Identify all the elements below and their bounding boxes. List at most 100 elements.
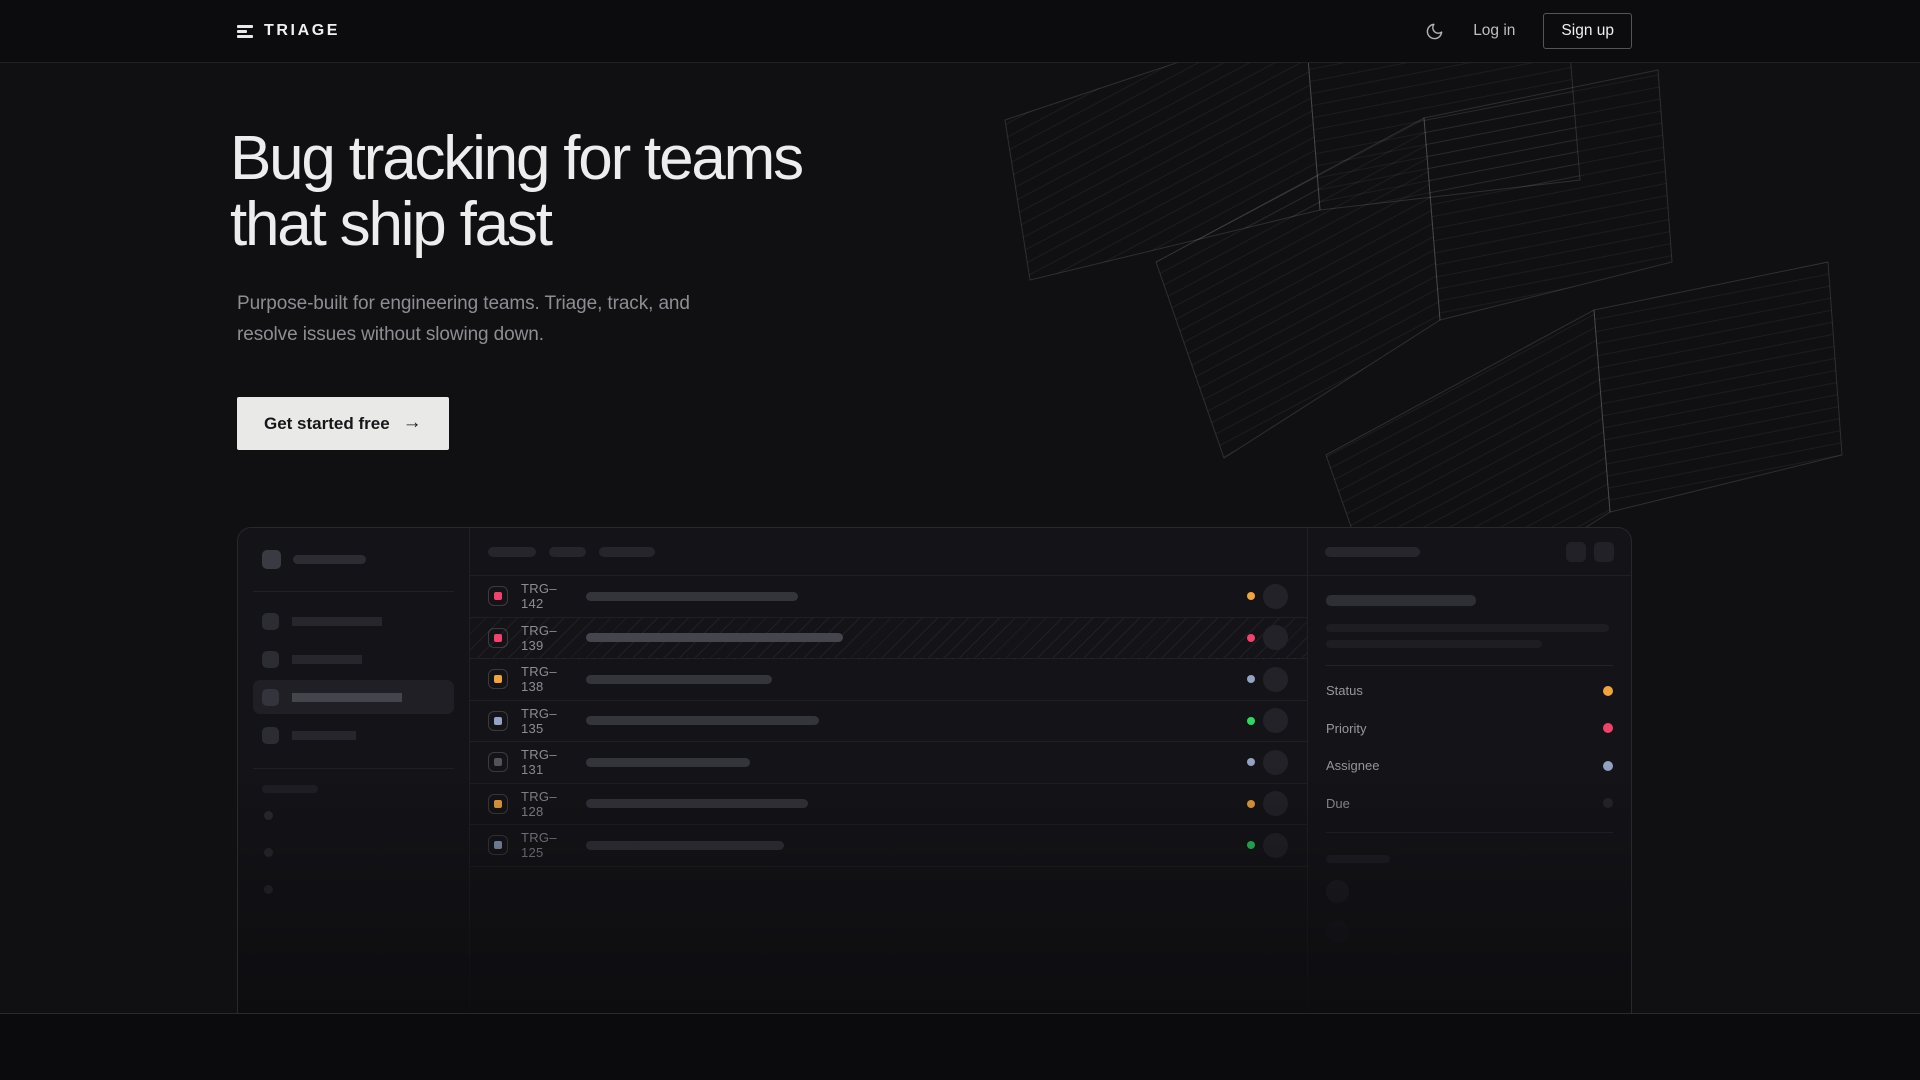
issue-type-icon [488,710,508,731]
issue-title-skeleton [586,674,772,684]
issue-type-icon [488,793,508,814]
detail-field-dot [1603,798,1613,809]
get-started-button[interactable]: Get started free → [237,397,449,450]
detail-field-label: Assignee [1326,758,1380,774]
workspace-name-skeleton [293,554,366,564]
login-link[interactable]: Log in [1473,22,1516,39]
footer-band [0,1013,1920,1080]
issue-title-skeleton [586,840,784,850]
status-dot [1247,799,1255,808]
detail-field-label: Due [1326,795,1350,811]
divider [253,591,454,592]
filter-pill-skeleton [488,546,536,557]
detail-section-skeleton [1326,855,1390,863]
status-dot [1247,841,1255,850]
arrow-right-icon: → [402,412,422,433]
comment-avatar [1326,880,1349,903]
sidebar-item-skeleton [292,692,402,702]
issue-type-icon [488,669,508,690]
sidebar-dot [264,848,273,857]
assignee-avatar [1263,625,1288,651]
detail-field-dot [1603,760,1613,771]
issue-row: TRG–139 [470,617,1307,659]
sidebar-item-skeleton [292,654,362,664]
sidebar-item-skeleton [292,730,356,740]
status-dot [1247,716,1255,725]
assignee-avatar [1263,832,1288,858]
issue-row: TRG–131 [470,742,1307,784]
sidebar-item [253,718,454,752]
hero-subtitle: Purpose-built for engineering teams. Tri… [237,293,690,345]
detail-header-skeleton [1325,546,1420,557]
status-dot [1247,675,1255,684]
workspace-switcher [262,549,454,569]
detail-title-skeleton [1326,595,1476,606]
divider [1326,832,1613,833]
detail-text-skeleton [1326,624,1609,632]
app-mockup: TRG–142 TRG–139 TRG–138 TRG–1 [237,527,1632,1013]
sidebar-item [253,604,454,638]
brand-logo[interactable]: TRIAGE [237,22,340,40]
signup-button[interactable]: Sign up [1543,13,1632,49]
sidebar-item-icon [262,688,279,706]
detail-field: Priority [1326,710,1613,748]
divider [253,768,454,769]
assignee-avatar [1263,666,1288,692]
issue-title-skeleton [586,799,808,809]
assignee-avatar [1263,708,1288,734]
issue-list: TRG–142 TRG–139 TRG–138 TRG–1 [470,528,1307,1013]
issue-title-skeleton [586,757,750,767]
sidebar-item [253,642,454,676]
detail-header [1308,528,1631,576]
issue-id: TRG–138 [521,664,557,695]
sidebar-item-active [253,680,454,714]
issue-detail-panel: Status Priority Assignee Due [1307,528,1631,1013]
detail-field-dot [1603,723,1613,734]
assignee-avatar [1263,583,1288,609]
detail-field-label: Status [1326,683,1363,699]
workspace-icon [262,549,281,569]
status-dot [1247,633,1255,642]
sidebar-item-icon [262,612,279,630]
issue-list-rows: TRG–142 TRG–139 TRG–138 TRG–1 [470,576,1307,867]
detail-field-dot [1603,685,1613,696]
issue-row: TRG–138 [470,659,1307,701]
brand-name: TRIAGE [264,22,341,39]
sidebar-section-label-skeleton [262,785,318,793]
issue-id: TRG–128 [521,788,557,819]
issue-title-skeleton [586,591,798,601]
triage-logo-icon [237,24,253,38]
issue-title-skeleton [586,633,843,643]
sidebar-dot [264,885,273,894]
filter-pill-skeleton [599,546,655,557]
issue-list-header [470,528,1307,576]
issue-id: TRG–139 [521,622,557,653]
filter-pill-skeleton [549,546,586,557]
issue-type-icon [488,835,508,856]
comment-avatar [1326,920,1349,943]
issue-id: TRG–135 [521,705,557,736]
sidebar-dot [264,811,273,820]
issue-row: TRG–128 [470,784,1307,825]
issue-row: TRG–142 [470,576,1307,618]
detail-field: Due [1326,785,1613,823]
sidebar-item-icon [262,650,279,668]
issue-row: TRG–135 [470,701,1307,742]
mockup-sidebar [238,528,470,1013]
detail-fields: Status Priority Assignee Due [1326,672,1613,822]
divider [1326,665,1613,666]
detail-action-icon [1594,541,1614,562]
assignee-avatar [1263,791,1288,817]
sidebar-item-icon [262,726,279,744]
top-nav: TRIAGE Log in Sign up [0,0,1920,63]
issue-row: TRG–125 [470,825,1307,867]
issue-id: TRG–125 [521,830,557,861]
status-dot [1247,592,1255,601]
assignee-avatar [1263,749,1288,775]
issue-id: TRG–142 [521,581,557,612]
issue-type-icon [488,752,508,773]
theme-toggle-moon-icon[interactable] [1425,21,1445,41]
detail-action-icon [1566,541,1586,562]
issue-type-icon [488,627,508,648]
